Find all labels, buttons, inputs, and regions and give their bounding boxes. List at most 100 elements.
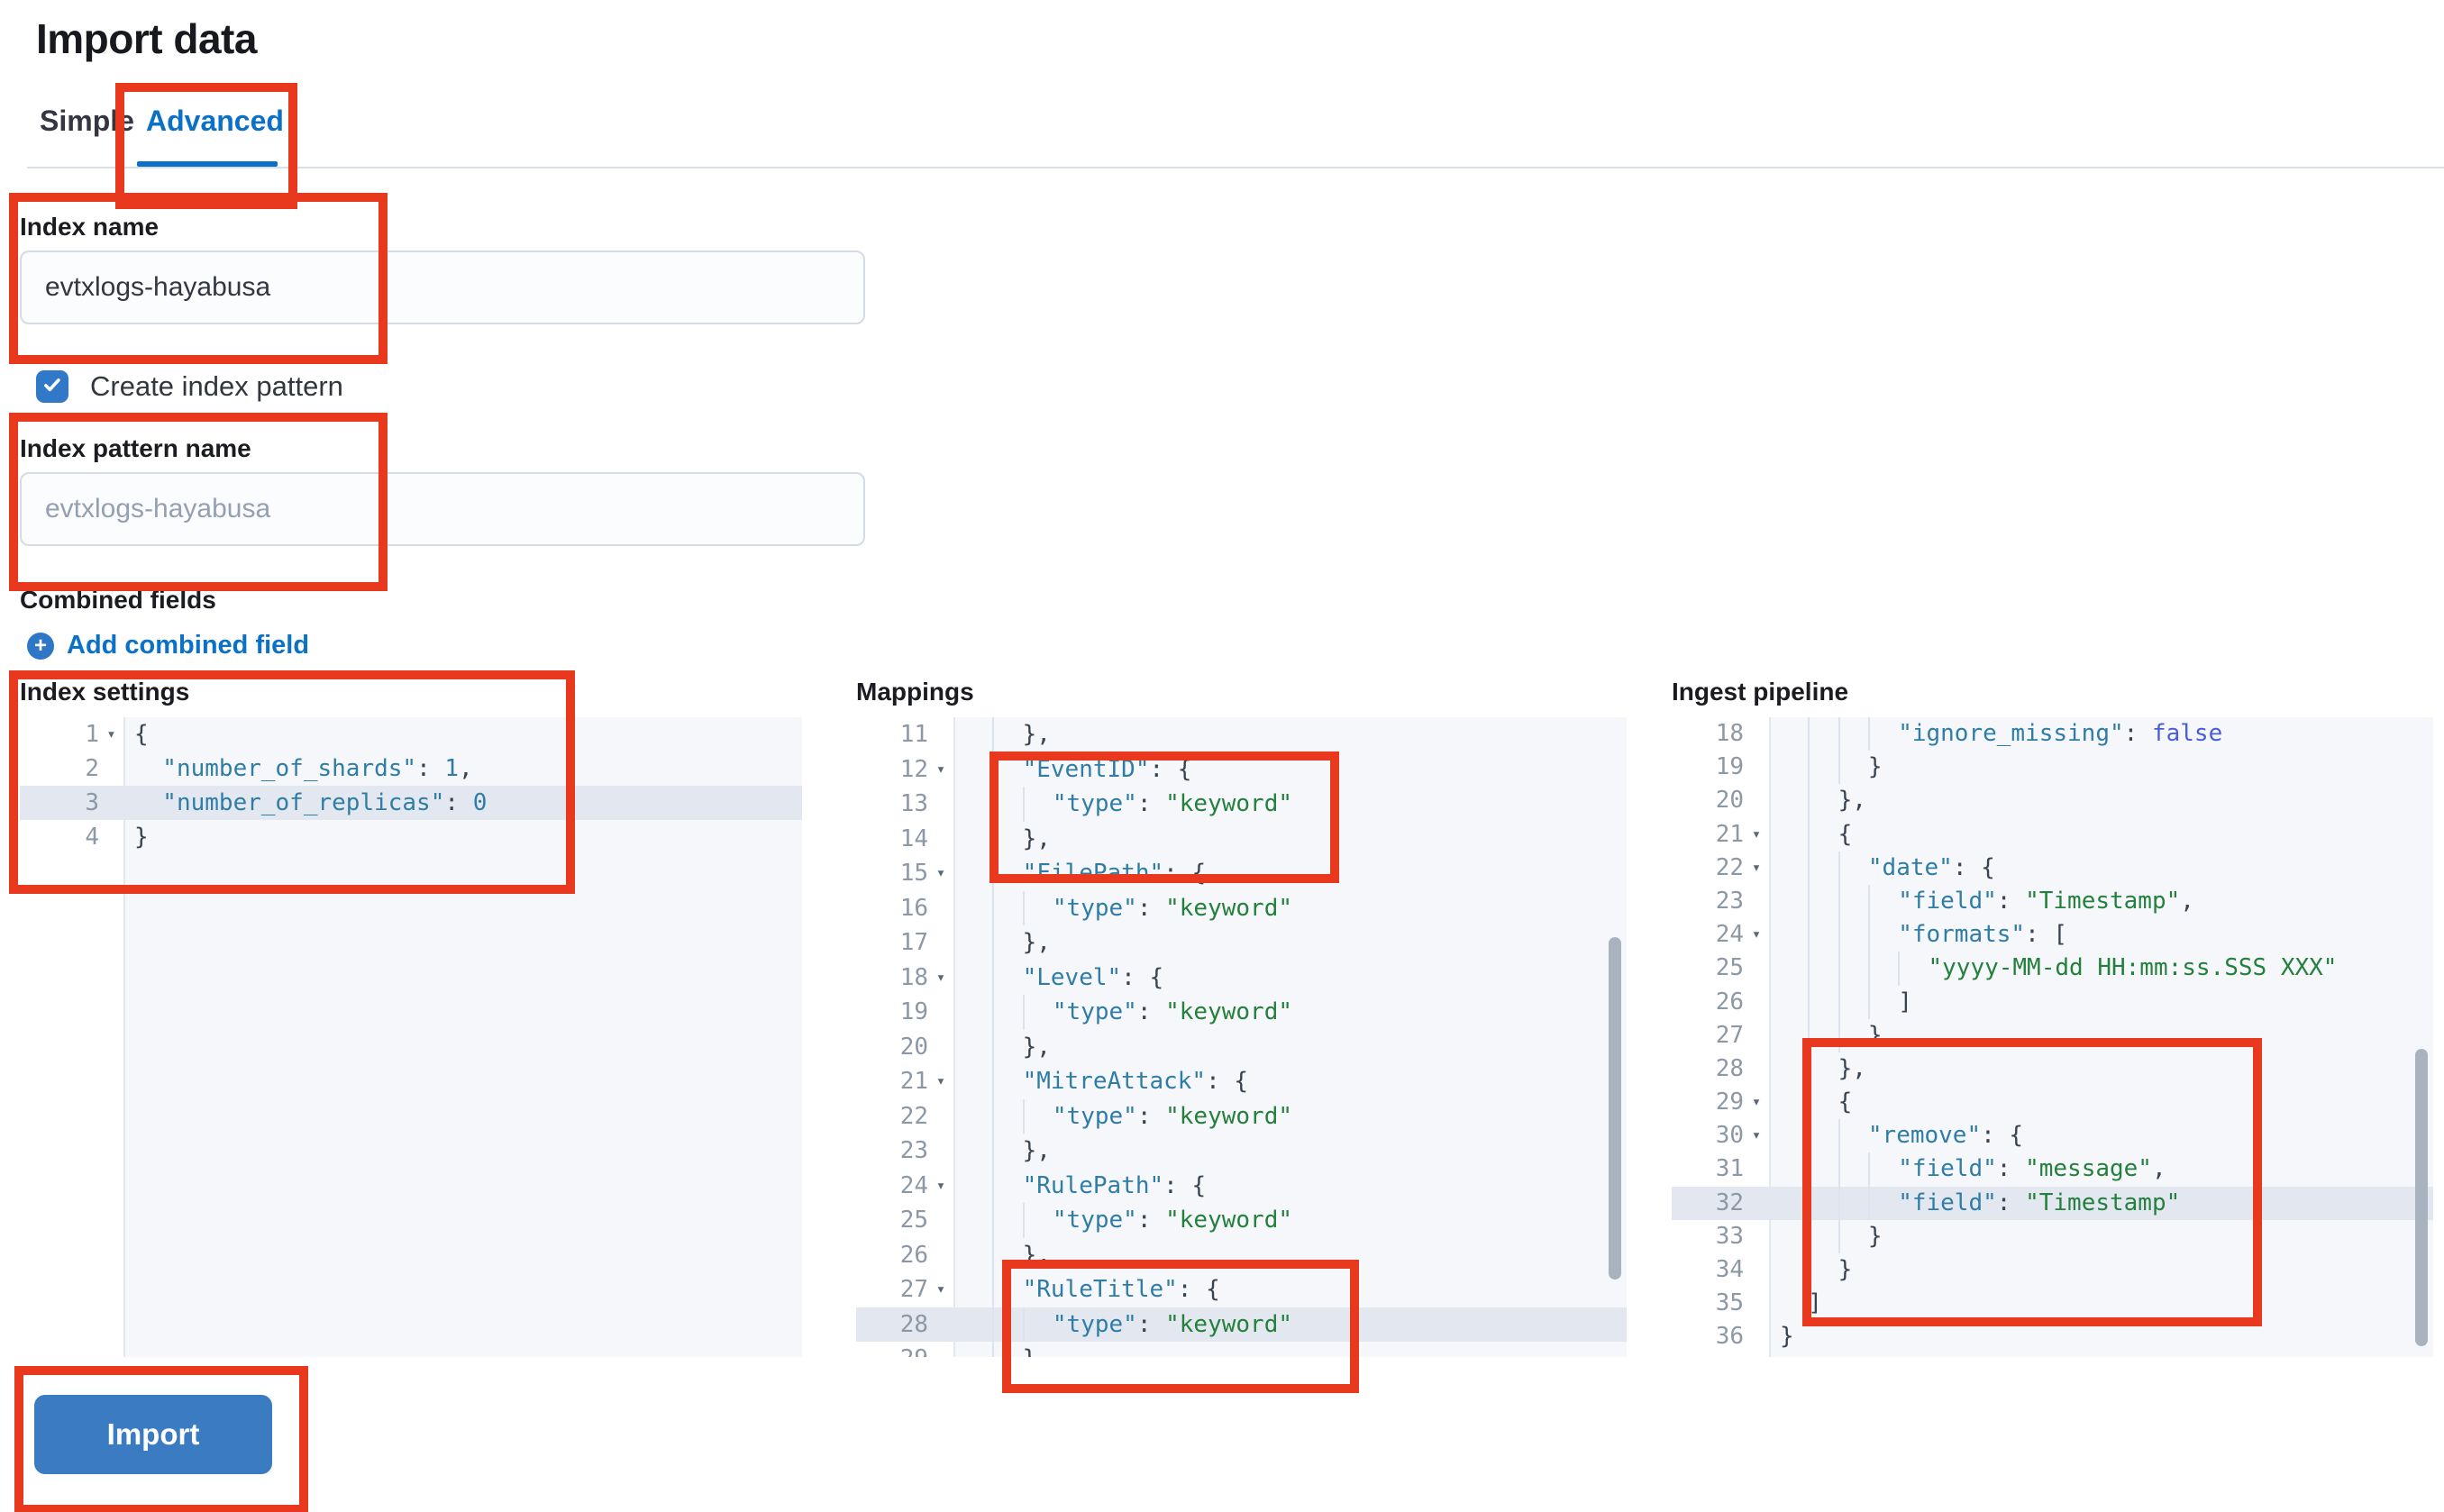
code-line-25[interactable]: 25"yyyy-MM-dd HH:mm:ss.SSS XXX" <box>1672 952 2433 986</box>
fold-arrow-icon[interactable]: ▾ <box>1751 1093 1762 1112</box>
code-line-28[interactable]: 28"type": "keyword" <box>856 1307 1627 1343</box>
index-name-input[interactable] <box>20 250 865 324</box>
create-index-pattern-row[interactable]: Create index pattern <box>36 370 343 403</box>
fold-arrow-icon[interactable]: ▾ <box>1751 1126 1762 1145</box>
line-number: 16 <box>899 894 928 922</box>
code-text: "type": "keyword" <box>953 995 1627 1030</box>
code-line-23[interactable]: 23}, <box>856 1134 1627 1169</box>
code-line-15[interactable]: 15▾"FilePath": { <box>856 856 1627 891</box>
code-line-27[interactable]: 27▾"RuleTitle": { <box>856 1272 1627 1307</box>
fold-arrow-icon[interactable]: ▾ <box>935 1280 946 1298</box>
code-line-17[interactable]: 17}, <box>856 925 1627 961</box>
fold-gutter <box>928 1099 953 1134</box>
active-tab-underline <box>137 161 278 167</box>
fold-gutter <box>1744 1152 1769 1186</box>
code-line-18[interactable]: 18▾"Level": { <box>856 960 1627 995</box>
fold-gutter <box>928 995 953 1030</box>
ingest-pipeline-scrollbar[interactable] <box>2415 1049 2428 1346</box>
code-line-16[interactable]: 16"type": "keyword" <box>856 890 1627 925</box>
mappings-editor[interactable]: 11},12▾"EventID": {13"type": "keyword"14… <box>856 717 1627 1357</box>
code-line-13[interactable]: 13"type": "keyword" <box>856 787 1627 822</box>
code-line-29[interactable]: 29▾{ <box>1672 1086 2433 1120</box>
code-line-14[interactable]: 14}, <box>856 821 1627 856</box>
fold-arrow-icon[interactable]: ▾ <box>1751 858 1762 877</box>
index-pattern-name-input[interactable] <box>20 472 865 546</box>
code-line-11[interactable]: 11}, <box>856 717 1627 752</box>
fold-gutter <box>1744 751 1769 784</box>
fold-arrow-icon[interactable]: ▾ <box>106 725 116 743</box>
line-number: 31 <box>1715 1155 1744 1183</box>
line-number: 24 <box>1715 921 1744 949</box>
fold-gutter <box>928 1030 953 1065</box>
code-line-20[interactable]: 20}, <box>856 1029 1627 1065</box>
code-line-26[interactable]: 26}, <box>856 1237 1627 1272</box>
code-line-19[interactable]: 19"type": "keyword" <box>856 995 1627 1030</box>
tab-simple[interactable]: Simple <box>40 105 134 137</box>
code-text: "yyyy-MM-dd HH:mm:ss.SSS XXX" <box>1769 952 2433 986</box>
create-index-pattern-checkbox[interactable] <box>36 370 68 403</box>
code-line-2[interactable]: 2"number_of_shards": 1, <box>20 751 802 786</box>
code-line-32[interactable]: 32"field": "Timestamp" <box>1672 1186 2433 1220</box>
code-line-12[interactable]: 12▾"EventID": { <box>856 751 1627 787</box>
line-number: 18 <box>899 963 928 991</box>
import-button[interactable]: Import <box>34 1395 272 1474</box>
code-line-24[interactable]: 24▾"RulePath": { <box>856 1168 1627 1203</box>
fold-arrow-icon[interactable]: ▾ <box>935 760 946 779</box>
fold-gutter <box>1744 1019 1769 1052</box>
code-text: }, <box>953 925 1627 961</box>
code-line-30[interactable]: 30▾"remove": { <box>1672 1119 2433 1153</box>
code-line-19[interactable]: 19} <box>1672 751 2433 785</box>
code-line-18[interactable]: 18"ignore_missing": false <box>1672 717 2433 751</box>
annotation-box-advanced-tab <box>115 83 297 209</box>
code-line-1[interactable]: 1▾{ <box>20 717 802 751</box>
add-combined-field-link[interactable]: + Add combined field <box>27 631 309 660</box>
code-text: } <box>134 824 149 851</box>
code-text: "type": "keyword" <box>953 1098 1627 1134</box>
code-line-25[interactable]: 25"type": "keyword" <box>856 1203 1627 1238</box>
code-line-35[interactable]: 35] <box>1672 1287 2433 1320</box>
code-line-3[interactable]: 3"number_of_replicas": 0 <box>20 786 802 820</box>
code-line-24[interactable]: 24▾"formats": [ <box>1672 918 2433 952</box>
code-line-34[interactable]: 34} <box>1672 1253 2433 1288</box>
code-text: "MitreAttack": { <box>953 1064 1627 1099</box>
fold-arrow-icon[interactable]: ▾ <box>935 1176 946 1195</box>
code-line-36[interactable]: 36} <box>1672 1320 2433 1353</box>
code-line-33[interactable]: 33} <box>1672 1219 2433 1253</box>
code-line-4[interactable]: 4} <box>20 820 802 854</box>
fold-arrow-icon[interactable]: ▾ <box>935 1072 946 1090</box>
code-line-31[interactable]: 31"field": "message", <box>1672 1152 2433 1187</box>
fold-arrow-icon[interactable]: ▾ <box>1751 925 1762 944</box>
code-text: }, <box>953 1237 1627 1272</box>
line-number: 13 <box>899 790 928 817</box>
fold-arrow-icon[interactable]: ▾ <box>935 864 946 882</box>
fold-arrow-icon[interactable]: ▾ <box>935 968 946 987</box>
fold-gutter <box>928 1307 953 1343</box>
mappings-label: Mappings <box>856 678 974 706</box>
line-number: 11 <box>899 721 928 748</box>
code-line-28[interactable]: 28}, <box>1672 1052 2433 1087</box>
code-line-21[interactable]: 21▾"MitreAttack": { <box>856 1064 1627 1099</box>
mappings-scrollbar[interactable] <box>1609 937 1621 1280</box>
fold-gutter <box>1744 952 1769 985</box>
code-line-22[interactable]: 22 "type": "keyword" <box>856 1098 1627 1134</box>
code-line-21[interactable]: 21▾{ <box>1672 817 2433 852</box>
code-line-29[interactable]: 29}, <box>856 1342 1627 1357</box>
code-line-22[interactable]: 22▾"date": { <box>1672 851 2433 885</box>
line-number: 22 <box>899 1102 928 1130</box>
code-line-23[interactable]: 23"field": "Timestamp", <box>1672 884 2433 919</box>
line-number: 26 <box>1715 988 1744 1016</box>
line-number: 20 <box>899 1033 928 1061</box>
gutter-divider <box>953 717 955 1357</box>
tab-advanced[interactable]: Advanced <box>146 105 284 137</box>
index-settings-label: Index settings <box>20 678 190 706</box>
fold-gutter <box>928 925 953 961</box>
line-number: 24 <box>899 1171 928 1199</box>
code-text: "field": "Timestamp" <box>1769 1186 2433 1220</box>
code-line-26[interactable]: 26] <box>1672 985 2433 1019</box>
index-settings-editor[interactable]: 1▾{2"number_of_shards": 1,3"number_of_re… <box>20 717 802 1357</box>
code-line-27[interactable]: 27} <box>1672 1018 2433 1052</box>
line-number: 29 <box>856 1342 928 1357</box>
code-line-20[interactable]: 20}, <box>1672 784 2433 818</box>
fold-arrow-icon[interactable]: ▾ <box>1751 824 1762 843</box>
